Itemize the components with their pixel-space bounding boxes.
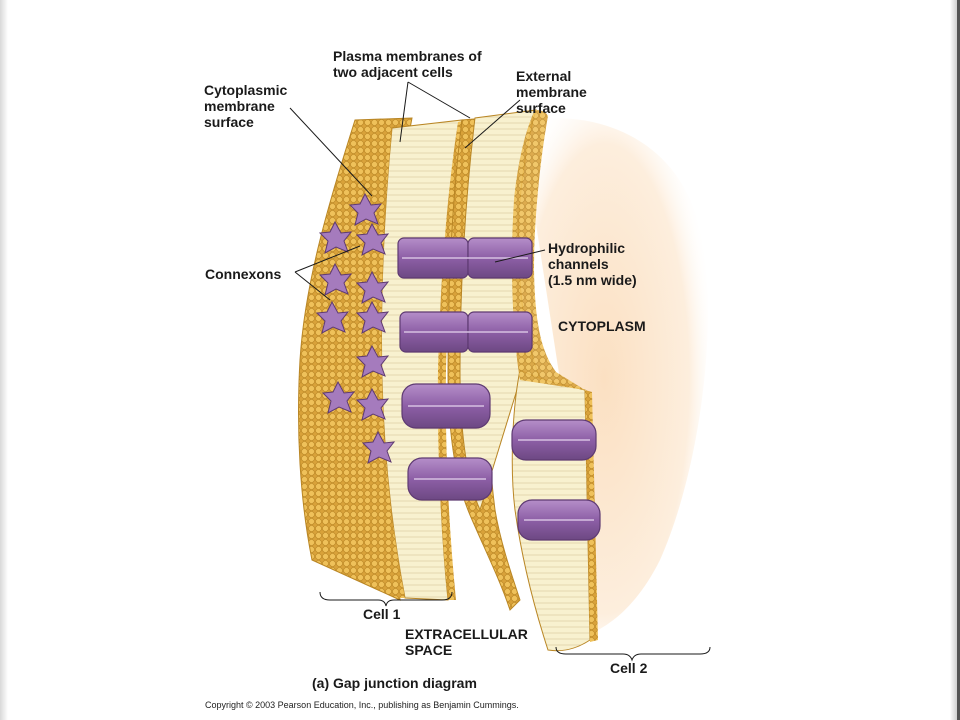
slide-left-edge	[0, 0, 8, 720]
label-cytoplasm: CYTOPLASM	[558, 318, 646, 334]
channel-3	[401, 383, 491, 429]
channel-2	[399, 311, 533, 353]
channel-6	[517, 499, 601, 541]
cell-braces	[319, 591, 711, 662]
leader-lines	[289, 81, 546, 301]
figure-caption: (a) Gap junction diagram	[312, 675, 477, 691]
slide-right-edge	[950, 0, 960, 720]
label-hydrophilic-channels: Hydrophilic channels (1.5 nm wide)	[548, 240, 637, 288]
label-external-surface: External membrane surface	[516, 68, 587, 116]
channel-4	[407, 457, 493, 501]
channel-1	[397, 237, 533, 279]
cell1-brace	[319, 591, 453, 607]
label-cytoplasmic-surface: Cytoplasmic membrane surface	[204, 82, 288, 130]
label-cell2: Cell 2	[610, 660, 648, 676]
copyright-notice: Copyright © 2003 Pearson Education, Inc.…	[205, 700, 519, 710]
channel-5	[511, 419, 597, 461]
connexon-rosettes	[315, 192, 396, 464]
label-extracellular-space: EXTRACELLULAR SPACE	[405, 626, 528, 658]
label-plasma-membranes: Plasma membranes of two adjacent cells	[333, 48, 482, 80]
label-cell1: Cell 1	[363, 606, 401, 622]
connexon-channels	[397, 237, 601, 541]
cell2-brace	[555, 646, 711, 662]
label-connexons: Connexons	[205, 266, 282, 282]
